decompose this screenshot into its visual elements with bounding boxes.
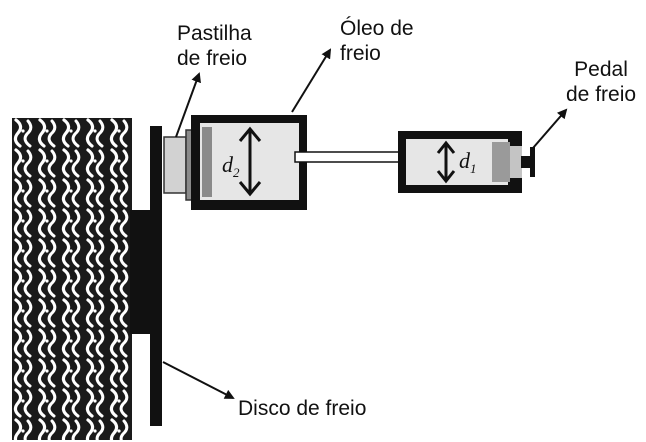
d2-label: d2 (222, 152, 240, 180)
brake-pedal-label-line1: Pedal (574, 58, 628, 81)
small-cylinder (398, 131, 535, 193)
brake-pedal-label: Pedal de freio (566, 57, 636, 107)
tire (12, 118, 132, 440)
connecting-pipe (294, 151, 407, 163)
pedal-leader-arrow (532, 108, 568, 149)
brake-disc (130, 126, 162, 426)
brake-oil-label-line1: Óleo de (340, 17, 414, 40)
brake-pad-label: Pastilha de freio (177, 21, 252, 71)
d2-dimension-arrow (238, 126, 262, 197)
brake-pad-label-line1: Pastilha (177, 22, 252, 45)
pad-leader-arrow (175, 72, 201, 138)
d1-dimension-arrow (436, 140, 456, 184)
d1-label: d1 (459, 148, 477, 176)
brake-pad-label-line2: de freio (177, 47, 248, 70)
brake-pedal-label-line2: de freio (566, 83, 637, 106)
disc-leader-arrow (162, 361, 235, 399)
brake-oil-label-line2: freio (340, 42, 381, 65)
oil-leader-arrow (291, 48, 332, 113)
brake-disc-label: Disco de freio (238, 397, 367, 420)
brake-oil-label: Óleo de freio (340, 16, 414, 66)
